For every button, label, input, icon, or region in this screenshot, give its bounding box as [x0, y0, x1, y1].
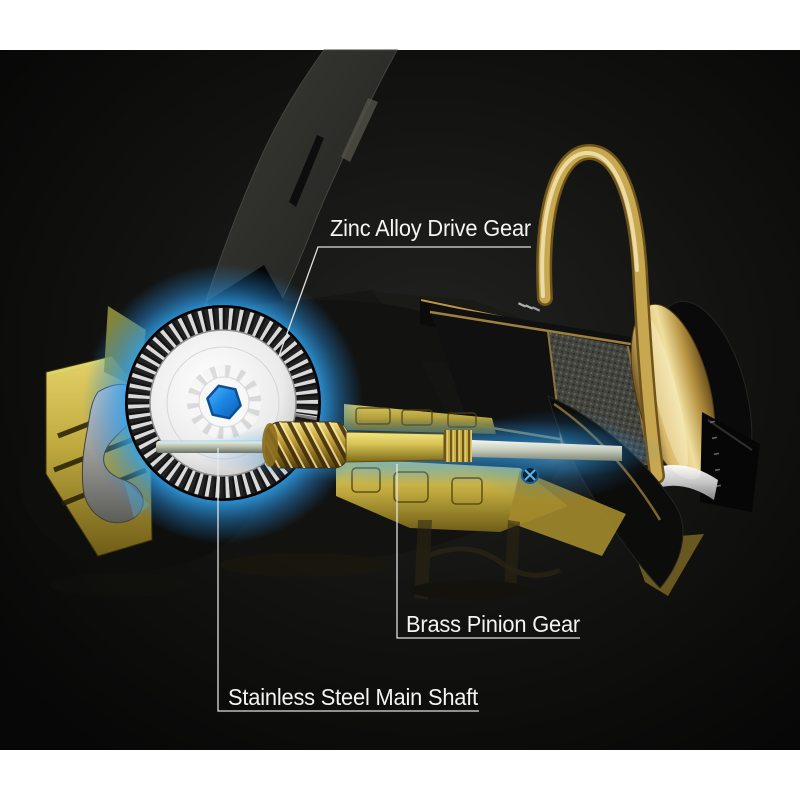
rotor-screw: [521, 466, 539, 484]
brass-worm-pinion: [262, 421, 349, 469]
callout-label-pinion-gear: Brass Pinion Gear: [406, 611, 580, 637]
rim-engraving-marks: [709, 420, 722, 488]
pinion-sleeve: [345, 431, 445, 463]
reflections: [50, 520, 562, 600]
main-shaft-assembly: [156, 421, 622, 484]
callout-label-drive-gear: Zinc Alloy Drive Gear: [330, 215, 531, 241]
main-shaft-rod: [156, 441, 274, 453]
main-shaft-front: [472, 440, 622, 461]
shaft-threads: [444, 430, 472, 462]
leader-line-drive-gear: [274, 246, 531, 368]
spool-engraving-marks: [517, 302, 541, 312]
hex-nut: [206, 384, 242, 420]
callout-label-main-shaft: Stainless Steel Main Shaft: [228, 684, 479, 710]
bail-wire: [536, 144, 665, 484]
leader-line-pinion-gear: [396, 464, 580, 639]
leader-line-main-shaft: [217, 448, 479, 712]
